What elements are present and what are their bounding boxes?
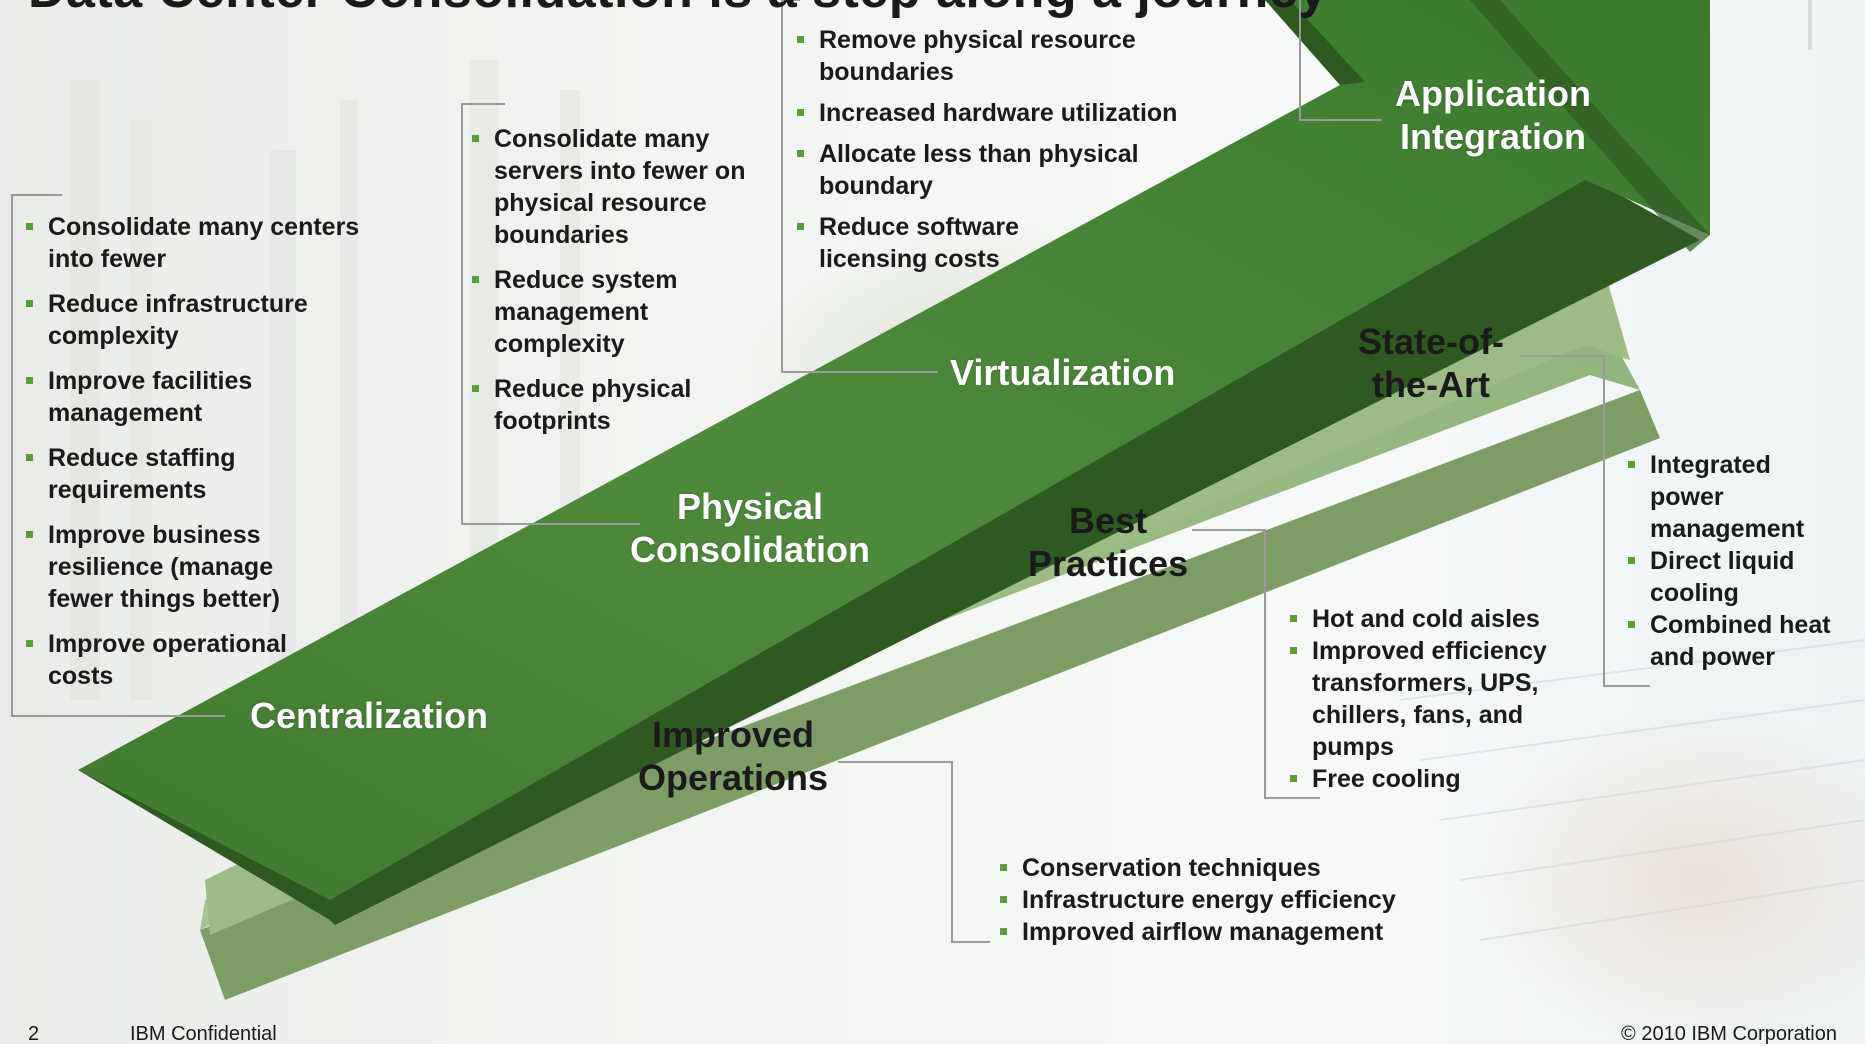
stage-label-centralization: Centralization (250, 694, 488, 737)
list-item: Infrastructure energy efficiency (998, 884, 1438, 916)
stage-label-line: Best (1069, 500, 1148, 541)
list-item: Conservation techniques (998, 852, 1438, 884)
stage-label-line: Improved (652, 714, 815, 755)
confidential-label: IBM Confidential (130, 1023, 277, 1045)
slide-title: Data Center Consolidation is a step alon… (28, 0, 1328, 20)
stage-label-virtualization: Virtualization (950, 351, 1175, 394)
list-item: Improved airflow management (998, 916, 1438, 948)
stage-label-line: Physical (676, 486, 824, 527)
list-item: Reduce infrastructure complexity (24, 288, 394, 352)
stage-label-line: Application (1395, 73, 1591, 114)
stage-label-state-of-the-art: State-of- the-Art (1358, 320, 1504, 406)
bullets-physical-consolidation: Consolidate many servers into fewer on p… (470, 123, 770, 450)
bracket-centralization (11, 194, 225, 717)
stage-label-physical-consolidation: Physical Consolidation (630, 485, 870, 571)
stage-label-line: Operations (638, 757, 829, 799)
stage-label-line: Practices (1028, 543, 1189, 585)
bullets-virtualization: Remove physical resource boundaries Incr… (795, 24, 1215, 288)
upper-track-arrowhead-tip (1470, 0, 1710, 252)
bracket-application-integration (1299, 0, 1382, 121)
list-item: Consolidate many centers into fewer (24, 211, 394, 275)
list-item: Combined heat and power (1626, 609, 1851, 673)
stage-label-application-integration: Application Integration (1395, 72, 1591, 158)
bracket-state-of-the-art (1520, 355, 1650, 687)
list-item: Reduce staffing requirements (24, 442, 394, 506)
bracket-physical-consolidation (461, 103, 640, 525)
bullets-best-practices: Hot and cold aisles Improved efficiency … (1288, 603, 1578, 795)
list-item: Direct liquid cooling (1626, 545, 1825, 609)
stage-label-line: Consolidation (630, 529, 870, 571)
bullets-state-of-the-art: Integrated power management Direct liqui… (1626, 449, 1851, 673)
stage-label-line: Integration (1400, 116, 1586, 158)
list-item: Allocate less than physical boundary (795, 138, 1179, 202)
list-item: Free cooling (1288, 763, 1578, 795)
stage-label-line: State-of- (1358, 321, 1504, 362)
list-item: Improve facilities management (24, 365, 394, 429)
list-item: Improve business resilience (manage fewe… (24, 519, 328, 615)
upper-track-arrowhead-edge (1265, 0, 1365, 85)
stage-label-line: the-Art (1372, 364, 1490, 406)
list-item: Hot and cold aisles (1288, 603, 1578, 635)
bullets-improved-operations: Conservation techniques Infrastructure e… (998, 852, 1438, 948)
bracket-best-practices (1192, 529, 1320, 799)
stage-label-best-practices: Best Practices (1028, 499, 1188, 585)
stage-label-line: Centralization (250, 695, 489, 736)
list-item: Improve operational costs (24, 628, 338, 692)
list-item: Consolidate many servers into fewer on p… (470, 123, 770, 251)
list-item: Reduce system management complexity (470, 264, 704, 360)
list-item: Integrated power management (1626, 449, 1825, 545)
list-item: Reduce physical footprints (470, 373, 734, 437)
stage-label-line: Virtualization (950, 352, 1176, 393)
list-item: Increased hardware utilization (795, 97, 1215, 129)
bullets-centralization: Consolidate many centers into fewer Redu… (24, 211, 394, 705)
bracket-virtualization (781, 0, 938, 373)
upper-track-arrow (78, 0, 1710, 925)
page-number: 2 (28, 1023, 40, 1045)
upper-track-face (78, 0, 1710, 900)
bracket-improved-operations (838, 761, 990, 943)
connector-lines (11, 0, 1650, 943)
lower-track-side (200, 390, 1660, 1000)
stage-label-improved-operations: Improved Operations (638, 713, 828, 799)
list-item: Reduce software licensing costs (795, 211, 1049, 275)
list-item: Improved efficiency transformers, UPS, c… (1288, 635, 1582, 763)
list-item: Remove physical resource boundaries (795, 24, 1179, 88)
copyright-label: © 2010 IBM Corporation (1621, 1023, 1837, 1045)
